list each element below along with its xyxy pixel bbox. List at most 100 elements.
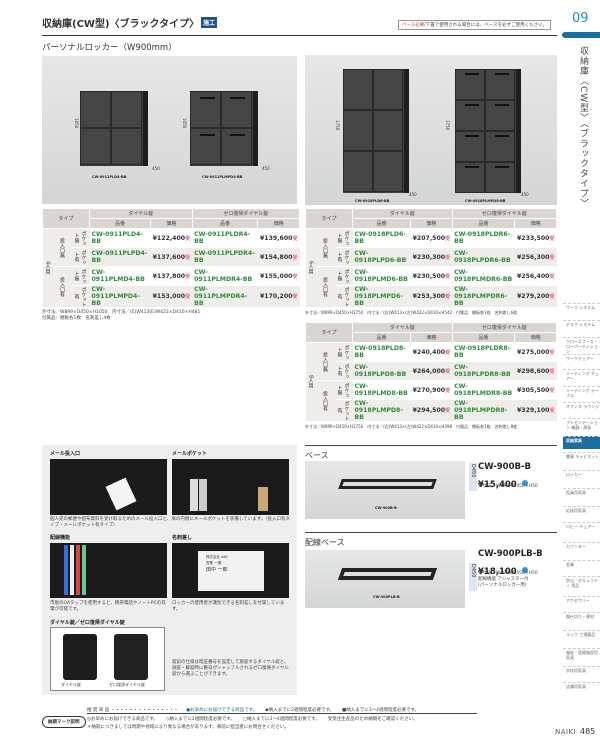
sidenav-item[interactable]: ワーク システム [563, 303, 600, 311]
price: ¥305,500 [516, 386, 550, 394]
price: ¥207,500 [412, 234, 446, 242]
made-to-order-icon: 受 [549, 294, 555, 300]
price: ¥275,000 [516, 348, 550, 356]
sidenav-item[interactable]: カウンター [563, 542, 600, 550]
product-code: CW-0918PLMPD6-BB [352, 285, 411, 308]
price: ¥170,200 [259, 293, 293, 300]
sidenav-item[interactable]: 役員用家具 [563, 488, 600, 496]
col-code: 品番 [351, 218, 412, 229]
table-4-person: タイプ ダイヤル錠 ゼロ復帰ダイヤル錠 品番 価格 品番 価格 4人用 投入口無… [42, 208, 301, 322]
sidenav-item[interactable]: ラック 工場備品 [563, 630, 600, 638]
sidenav-item[interactable]: 間仕切り・建材 [563, 612, 600, 620]
chapter-number: 09 [572, 11, 589, 26]
legend-2weeks-alt: ◇納入までに2週間程度必要です。 [165, 717, 235, 722]
sidenav-item[interactable]: オフィス ラウンジ [563, 402, 600, 410]
sidenav-item[interactable]: プレゼンテーション 機器・黒板 [563, 418, 600, 431]
depth-dim: 450 [521, 192, 529, 197]
price: ¥137,800 [152, 272, 186, 280]
made-to-order-icon: 受 [445, 387, 451, 394]
base-price: ¥15,400 [478, 480, 517, 490]
depth-dim: 450 [152, 166, 160, 171]
wiring-base-heading: 配線ベース [305, 538, 345, 547]
legend-quick: ●お早めにお届けできる商品です。 [186, 708, 258, 713]
sidenav-item[interactable]: クローズブース・ローパーティション [563, 337, 600, 355]
sidenav-item[interactable]: デスク システム [563, 320, 600, 328]
sidenav-item[interactable]: ミーティング チェアー [563, 369, 600, 382]
made-to-order-icon: 受 [445, 368, 451, 375]
table-row: ポケット有 CW-0911PLPD4-BB ¥137,600受 CW-0911P… [43, 247, 300, 267]
sidenav-item[interactable]: 応接用家具 [563, 506, 600, 514]
card-company: 株式会社 ABC [206, 555, 229, 559]
made-to-order-icon: 受 [549, 368, 555, 375]
sidenav-item[interactable]: ワークチェアー [563, 354, 600, 362]
base-notice: ベース必要/下置で使用される場合には、ベースを必ずご使用ください。 [398, 20, 552, 30]
depth-dim: 450 [409, 192, 417, 197]
feature-lock-title: ダイヤル錠／ゼロ復帰ダイヤル錠 [50, 620, 125, 626]
col-code: 品番 [191, 218, 259, 229]
made-to-order-icon: 受 [445, 254, 451, 261]
height-dim: 1750 [335, 120, 340, 131]
product-code: CW-0911PLDR4-BB [192, 228, 258, 248]
accessory-note: 付属品：棚板各1枚 名刺差し4枚 [42, 315, 111, 321]
sidenav-item-active[interactable]: 収納家具 [563, 436, 600, 449]
locker-4-slot-image [190, 91, 258, 166]
base-code: CW-900B-B [478, 462, 531, 472]
depth-badge: D450 [469, 563, 477, 591]
made-to-order-icon: 受 [549, 273, 555, 280]
price: ¥264,000 [412, 367, 446, 375]
install-badge: 施工 [201, 17, 218, 28]
legend-quick-alt: ◎お早めにお届けできる商品です。 [87, 717, 158, 722]
header-rule [42, 35, 557, 36]
legend-3-4weeks: ■納入までに3〜4週間程度必要です。 [342, 708, 420, 713]
made-to-order-icon: 受 [445, 235, 451, 242]
made-to-order-icon: 受 [292, 273, 298, 280]
dimension-note: 外寸法／W899×D450×H1050 内寸法／(E)W413(E)W422×D… [42, 310, 201, 315]
depth-badge: D450 [469, 463, 477, 491]
product-code: CW-0918PLDR6-BB [452, 228, 515, 248]
pocket-type: ポケット無 [334, 228, 353, 248]
product-code: CW-0911PLMD4-BB [89, 266, 151, 286]
sidenav-item[interactable]: 学校用家具 [563, 666, 600, 674]
col-code: 品番 [88, 218, 152, 229]
height-dim: 1050 [182, 118, 187, 129]
col-zero-dial: ゼロ復帰ダイヤル錠 [451, 208, 558, 219]
legend-made-to-order: 受受注生産品のため納期をご確認ください。 [327, 717, 418, 722]
slot-type: 投入口有 [316, 266, 335, 308]
sidenav-item[interactable]: 金庫 [563, 560, 600, 568]
height-dim: 1050 [74, 118, 79, 129]
sidenav-item[interactable]: 書庫 キャビネット [563, 452, 600, 460]
pocket-type: ポケット有 [334, 285, 353, 308]
sidenav-item[interactable]: 防災・セキュリティ 用品 [563, 576, 600, 589]
name-card-description: ロッカーの使用者が識別できる名刺差しを付属しています。 [172, 601, 285, 612]
image-caption: CW-0918PLMPD8-BB [465, 199, 506, 203]
group-label: 4人用 [42, 228, 54, 308]
sidenav-item[interactable]: ロッカー [563, 470, 600, 478]
base-heading: ベース [305, 451, 329, 460]
sidenav-item[interactable]: 福祉・医療施設用家具 [563, 648, 600, 661]
chapter-tab [562, 32, 600, 38]
col-type: タイプ [42, 208, 90, 229]
slot-type: 投入口無 [53, 228, 72, 267]
product-code: CW-0918PLMDR6-BB [452, 266, 515, 286]
slot-type: 投入口有 [53, 266, 72, 308]
table-row: 8人用 投入口無 ポケット無 CW-0918PLD8-BB ¥240,400受 … [305, 342, 557, 422]
product-code: CW-0918PLMPDR8-BB [452, 399, 515, 422]
price: ¥298,600 [516, 367, 550, 375]
legend-footnote: ＊納期につきましては時期や地域により異なる場合があります。事前に担当者にお問合せ… [87, 725, 289, 730]
title-text: 収納庫(CW型)〈ブラックタイプ〉 [42, 19, 200, 30]
photo-6-8-lockers: 1750 450 CW-0918PLD6-BB 1750 450 CW-0918… [305, 55, 557, 205]
image-caption: CW-0911PLD4-BB [92, 175, 127, 179]
legend-recommended: 推 奨 商 品 ・・・・・・・・・・・・・・・ [87, 708, 179, 713]
sidenav-item[interactable]: ロビー チェアー [563, 522, 600, 530]
sidenav-item[interactable]: 店舗用家具 [563, 682, 600, 690]
mail-slot-photo [50, 459, 167, 515]
product-code: CW-0918PLPD6-BB [352, 247, 411, 267]
sidenav-item[interactable]: アクセサリー [563, 596, 600, 604]
legend-2weeks: ◆納入までに2週間程度必要です。 [265, 708, 334, 713]
product-code: CW-0918PLMPD8-BB [352, 399, 411, 422]
price: ¥137,600 [152, 253, 186, 261]
base-caption: CW-900B-B [375, 506, 397, 510]
sidenav-item[interactable]: ミーティング テーブル [563, 386, 600, 399]
made-to-order-icon: 受 [549, 387, 555, 394]
legend-3-4weeks-alt: □納入までに3〜4週間程度必要です。 [242, 717, 320, 722]
